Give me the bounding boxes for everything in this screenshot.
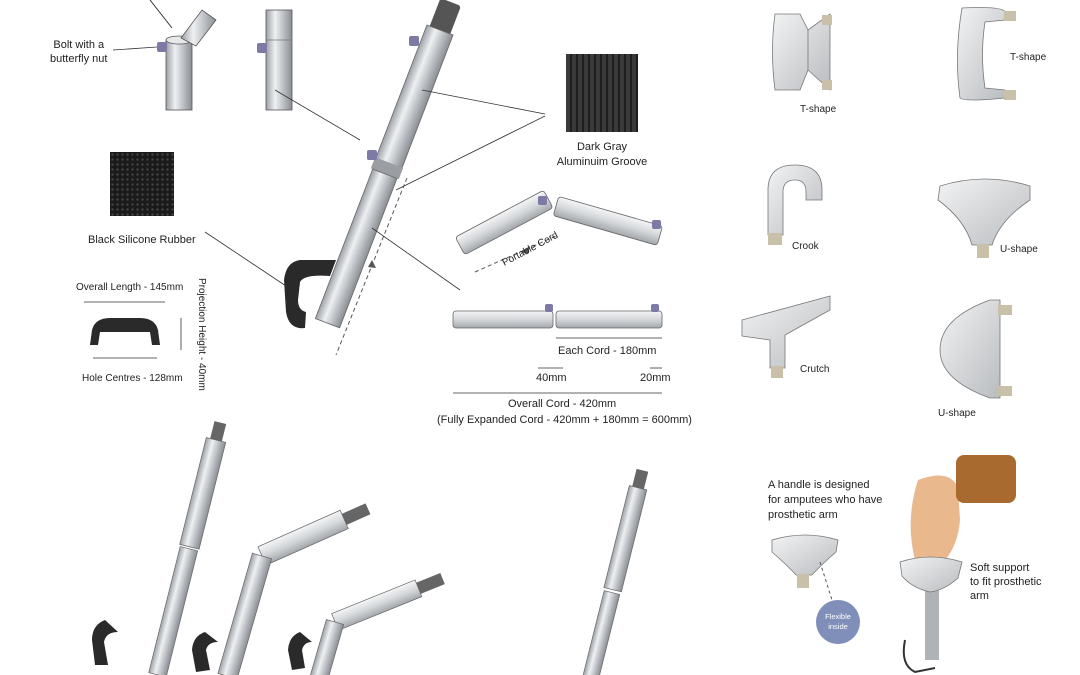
fully-expanded-label: (Fully Expanded Cord - 420mm + 180mm = 6… [437, 414, 692, 426]
prosthetic-illustration [771, 455, 1016, 674]
stick-configurations-illustration [92, 421, 649, 675]
dim-20mm-label: 20mm [640, 372, 671, 384]
crook-label: Crook [792, 241, 819, 252]
handle-dimension-illustration [84, 301, 182, 359]
dim-40mm-label: 40mm [536, 372, 567, 384]
straight-cord-illustration [452, 304, 663, 394]
projection-height-label: Projection Height - 40mm [196, 278, 207, 391]
t-shape-label-1: T-shape [800, 104, 837, 115]
flexible-inside-label: Flexible inside [825, 612, 851, 631]
dark-gray-label: Dark Gray [576, 141, 628, 153]
portable-cord-illustration [455, 190, 663, 273]
u-shape-label-2: U-shape [938, 408, 976, 419]
black-silicone-swatch [110, 152, 174, 216]
dark-gray-groove-swatch [566, 54, 638, 132]
handle-variants-illustration [741, 7, 1031, 399]
u-shape-label-1: U-shape [1000, 244, 1038, 255]
t-shape-label-2: T-shape [1010, 52, 1047, 63]
flexible-badge [816, 600, 860, 644]
overall-length-label: Overall Length - 145mm [76, 282, 184, 293]
bolt-label: Bolt with a butterfly nut [50, 39, 108, 65]
crutch-label: Crutch [800, 364, 830, 375]
overall-cord-label: Overall Cord - 420mm [508, 398, 617, 410]
main-stick-illustration [204, 0, 546, 356]
bolt-detail-illustration [112, 0, 293, 111]
each-cord-label: Each Cord - 180mm [558, 345, 657, 357]
hole-centres-label: Hole Centres - 128mm [82, 373, 183, 384]
soft-support-label: Soft support to fit prosthetic arm [970, 562, 1042, 602]
black-silicone-label: Black Silicone Rubber [88, 234, 196, 246]
aluminium-groove-label: Aluminuim Groove [556, 156, 648, 168]
amputee-note-label: A handle is designed for amputees who ha… [768, 479, 883, 521]
